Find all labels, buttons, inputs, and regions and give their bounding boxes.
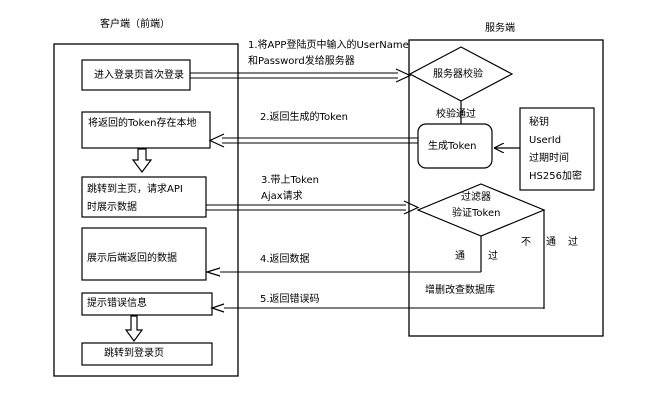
msg-1-line-1: 1.将APP登陆页中输入的UserName: [248, 40, 409, 51]
token-part-userid: UserId: [529, 135, 562, 146]
filter-diamond-label-1: 过滤器: [461, 192, 491, 203]
client-box-first-login: [81, 59, 191, 91]
msg-arrow-1: [190, 68, 412, 83]
gen-token-label: 生成Token: [428, 141, 477, 152]
server-token-parts-box: [519, 107, 595, 191]
msg-4-label: 4.返回数据: [260, 254, 310, 265]
fail-char-1: 不: [521, 237, 531, 248]
client-box-error-info-label: 提示错误信息: [87, 298, 147, 309]
msg-3-line-1: 3.带上Token: [261, 175, 319, 186]
token-part-secret: 秘钥: [529, 117, 549, 128]
msg-arrow-2: [208, 133, 418, 148]
client-title: 客户端（前端）: [100, 19, 170, 30]
client-box-request-api: [81, 176, 207, 218]
filter-diamond-label-2: 验证Token: [452, 208, 501, 219]
client-box-show-data-label: 展示后端返回的数据: [87, 253, 177, 264]
msg-5-label: 5.返回错误码: [260, 294, 320, 305]
db-label: 增删改查数据库: [425, 285, 495, 296]
msg-1-line-2: 和Password发给服务器: [248, 56, 355, 67]
msg-arrow-3: [206, 200, 420, 215]
client-box-goto-login-label: 跳转到登录页: [104, 348, 164, 359]
pass-char-2: 过: [488, 251, 498, 262]
client-box-show-data: [81, 227, 207, 281]
token-part-hs256: HS256加密: [529, 171, 582, 182]
fail-char-3: 过: [568, 237, 578, 248]
hollow-arrow-down-2: [124, 315, 144, 343]
msg-arrow-4: [204, 267, 481, 277]
verify-pass-label: 校验通过: [436, 109, 476, 120]
verify-diamond-label: 服务器校验: [433, 69, 483, 80]
msg-3-line-2: Ajax请求: [261, 191, 303, 202]
hollow-arrow-down-1: [131, 148, 153, 173]
client-box-first-login-label: 进入登录页首次登录: [94, 70, 184, 81]
client-box-error-info: [81, 292, 213, 316]
client-box-request-api-label-2: 时展示数据: [87, 202, 137, 213]
server-panel: [408, 39, 604, 337]
server-gen-token-box: [417, 123, 493, 169]
msg-2-label: 2.返回生成的Token: [260, 112, 348, 123]
pass-char-1: 通: [455, 251, 465, 262]
token-part-expiry: 过期时间: [529, 153, 569, 164]
client-box-store-token-label: 将返回的Token存在本地: [88, 118, 197, 129]
fail-char-2: 通: [546, 237, 556, 248]
server-title: 服务端: [485, 23, 515, 34]
client-box-request-api-label-1: 跳转到主页，请求API: [87, 184, 183, 195]
msg-arrow-5: [210, 303, 544, 313]
client-box-goto-login: [81, 342, 213, 366]
client-box-store-token: [81, 111, 211, 149]
